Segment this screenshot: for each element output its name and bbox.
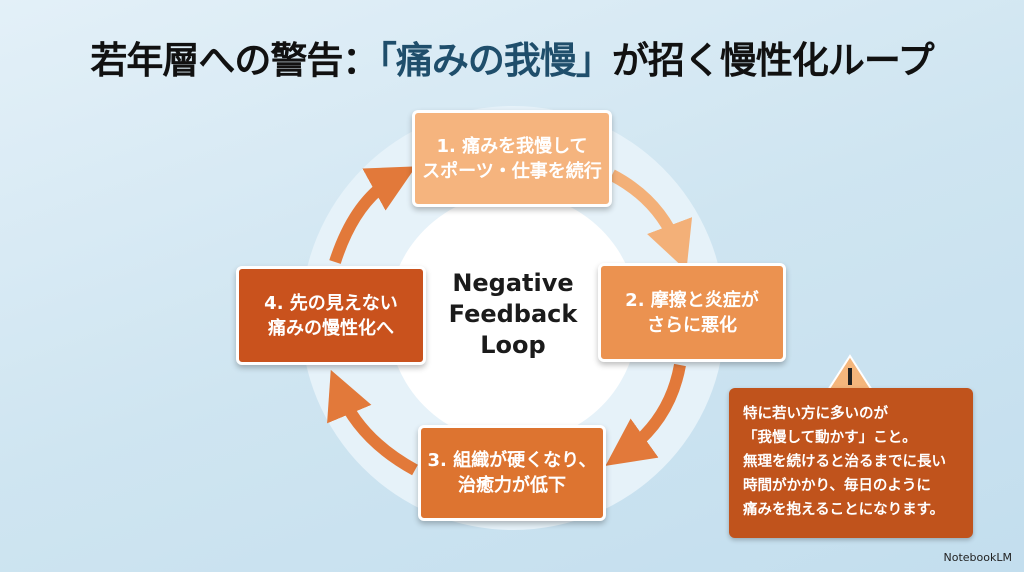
arrow-2-3 bbox=[605, 363, 686, 466]
warning-box: 特に若い方に多いのが 「我慢して動かす」こと。 無理を続けると治るまでに長い 時… bbox=[729, 388, 973, 538]
step-3-box: 3. 組織が硬くなり、 治癒力が低下 bbox=[418, 425, 606, 521]
brand-watermark: NotebookLM bbox=[943, 551, 1012, 564]
slide-title: 若年層への警告：「痛みの我慢」が招く慢性化ループ bbox=[0, 30, 1024, 84]
step-4-box: 4. 先の見えない 痛みの慢性化へ bbox=[236, 266, 426, 365]
title-highlight: 「痛みの我慢」 bbox=[378, 39, 612, 82]
title-part1: 若年層への警告： bbox=[90, 39, 379, 82]
arrow-3-4 bbox=[327, 369, 418, 476]
arrow-4-1 bbox=[329, 166, 417, 264]
step-1-label: 1. 痛みを我慢して スポーツ・仕事を続行 bbox=[422, 135, 602, 182]
step-4-label: 4. 先の見えない 痛みの慢性化へ bbox=[264, 292, 398, 339]
inner-circle bbox=[388, 193, 638, 443]
step-2-label: 2. 摩擦と炎症が さらに悪化 bbox=[625, 289, 759, 336]
center-label: Negative Feedback Loop bbox=[448, 269, 578, 359]
step-1-box: 1. 痛みを我慢して スポーツ・仕事を続行 bbox=[412, 110, 612, 207]
arrow-1-2 bbox=[609, 169, 693, 271]
step-2-box: 2. 摩擦と炎症が さらに悪化 bbox=[598, 263, 786, 362]
title-part2: が招く慢性化ループ bbox=[611, 39, 935, 82]
step-3-label: 3. 組織が硬くなり、 治癒力が低下 bbox=[427, 450, 597, 496]
